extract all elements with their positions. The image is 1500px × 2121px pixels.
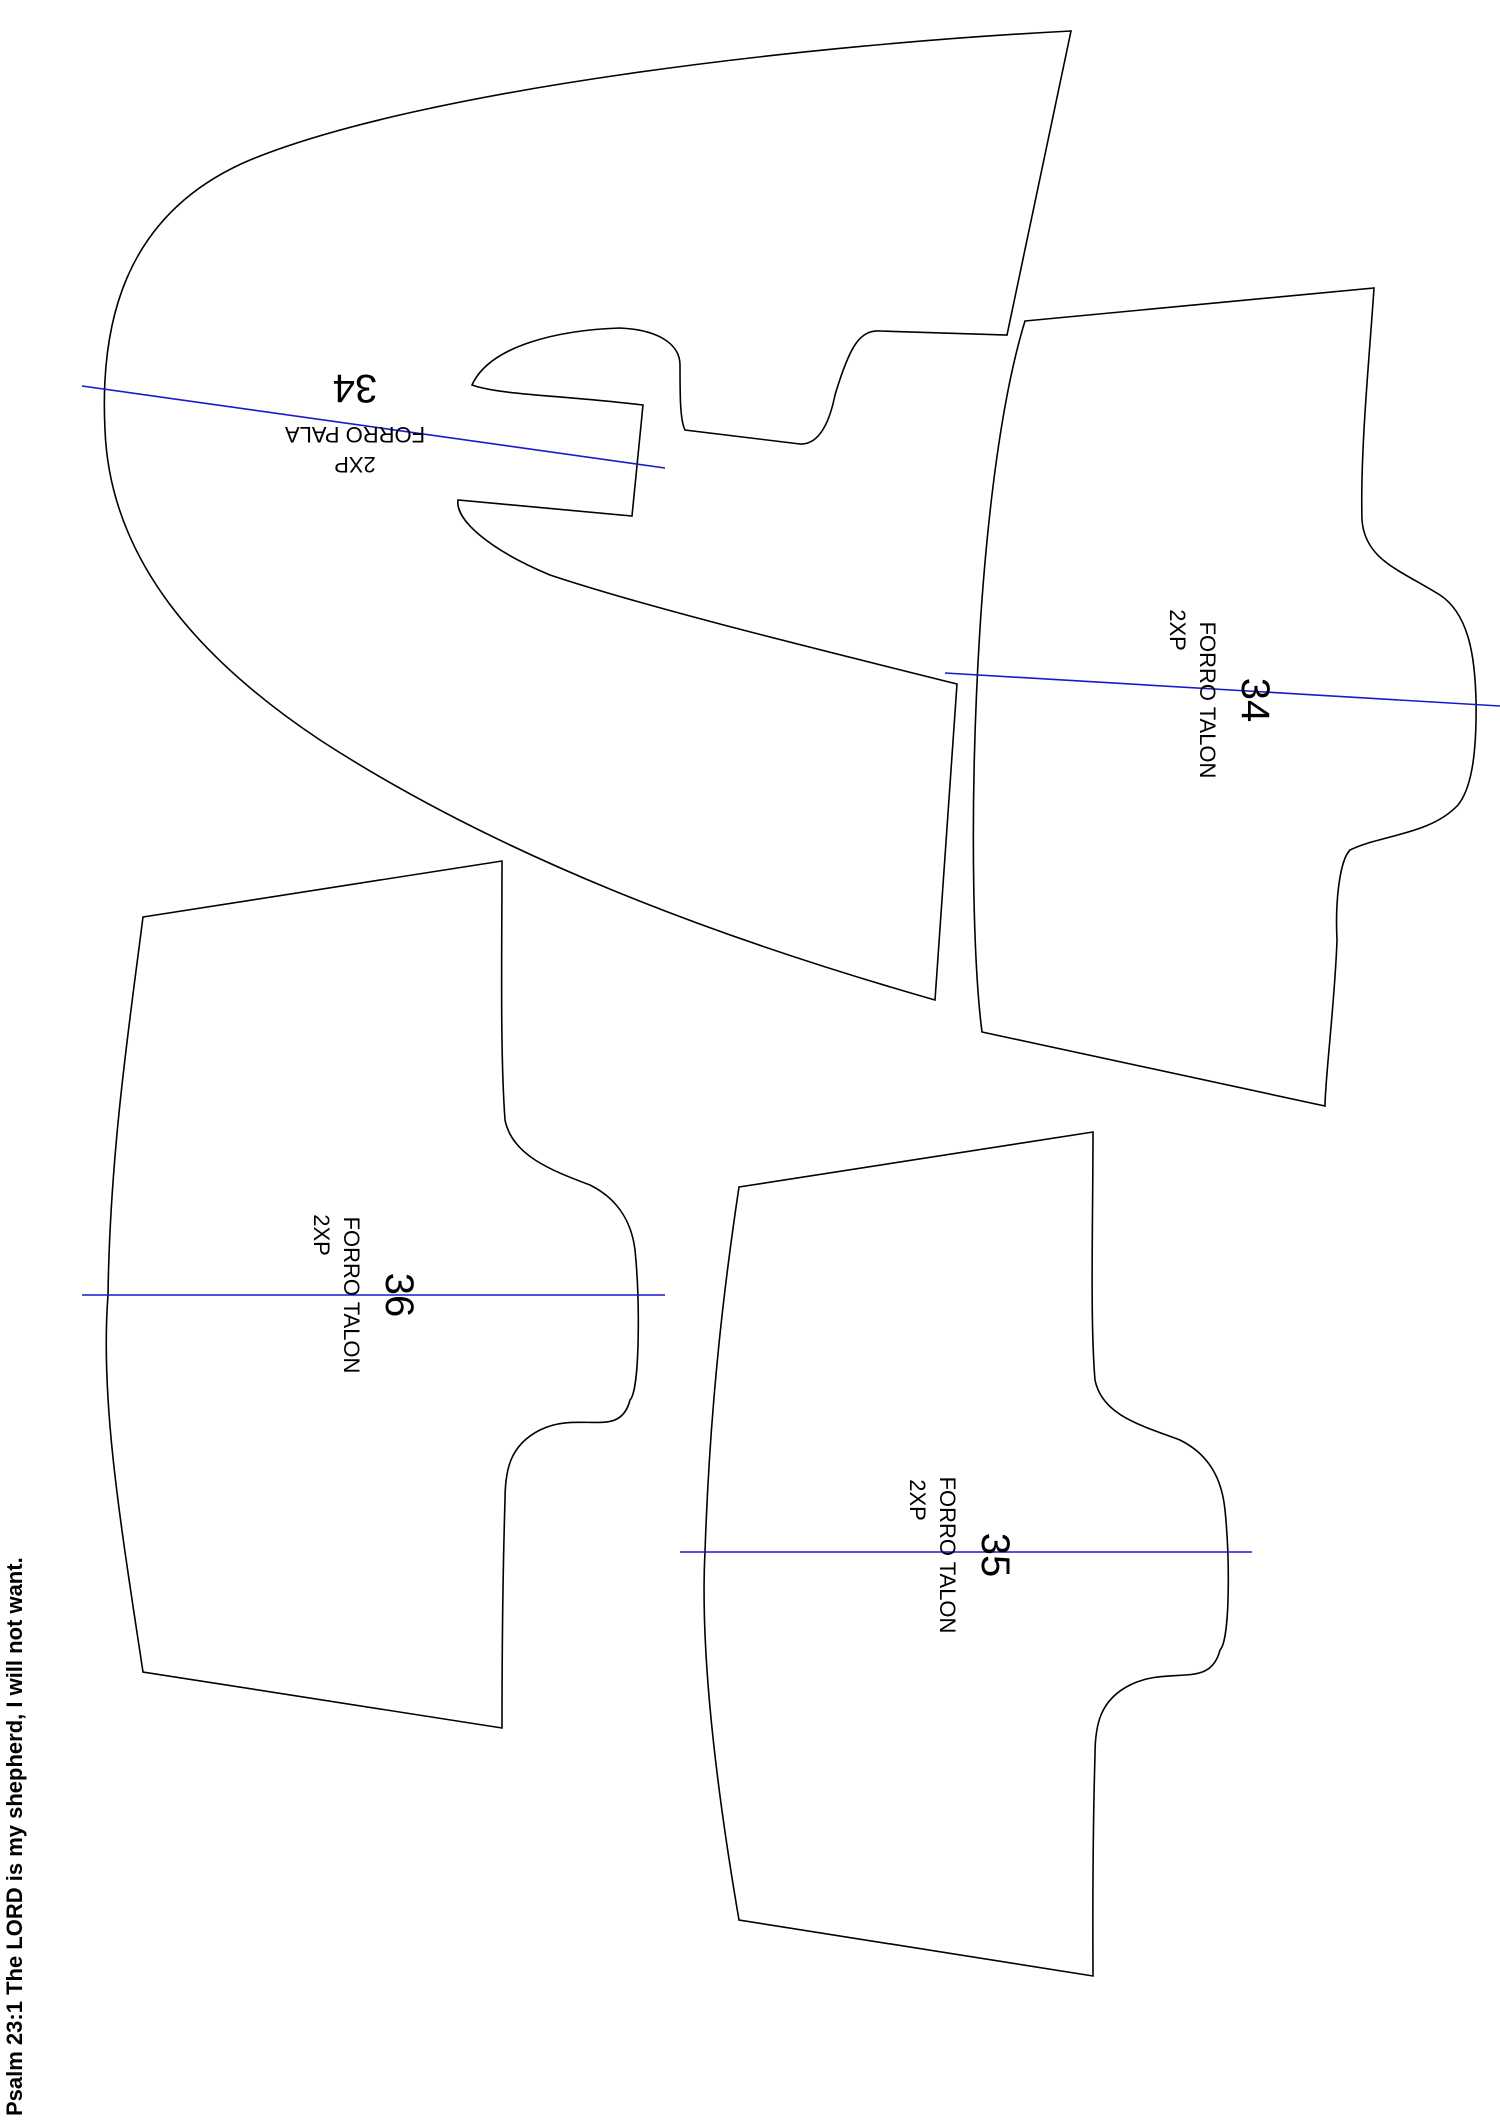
piece-forro-pala: 2XP FORRO PALA 34 (81, 30, 1072, 1002)
forro-talon-34-number: 34 (1233, 678, 1277, 723)
forro-talon-35-outline (703, 1131, 1230, 1977)
forro-talon-35-name: FORRO TALON (935, 1477, 960, 1634)
piece-forro-talon-34: 34 FORRO TALON 2XP (944, 287, 1500, 1107)
forro-pala-number: 34 (333, 366, 378, 410)
forro-pala-name: FORRO PALA (285, 422, 426, 447)
forro-talon-36-name: FORRO TALON (339, 1217, 364, 1374)
forro-talon-36-qty: 2XP (309, 1214, 334, 1256)
forro-pala-grain-line (81, 385, 666, 469)
forro-talon-34-outline (972, 287, 1477, 1107)
forro-talon-35-number: 35 (973, 1533, 1017, 1578)
piece-forro-talon-36: 36 FORRO TALON 2XP (82, 860, 665, 1729)
forro-talon-35-qty: 2XP (905, 1479, 930, 1521)
forro-talon-34-name: FORRO TALON (1195, 622, 1220, 779)
verse-text: Psalm 23:1 The LORD is my shepherd, I wi… (2, 1557, 27, 2116)
forro-pala-qty: 2XP (334, 452, 376, 477)
forro-talon-34-qty: 2XP (1165, 609, 1190, 651)
forro-talon-36-number: 36 (377, 1273, 421, 1318)
forro-pala-outline (103, 30, 1072, 1002)
piece-forro-talon-35: 35 FORRO TALON 2XP (680, 1131, 1252, 1977)
forro-talon-34-grain-line (944, 672, 1500, 707)
